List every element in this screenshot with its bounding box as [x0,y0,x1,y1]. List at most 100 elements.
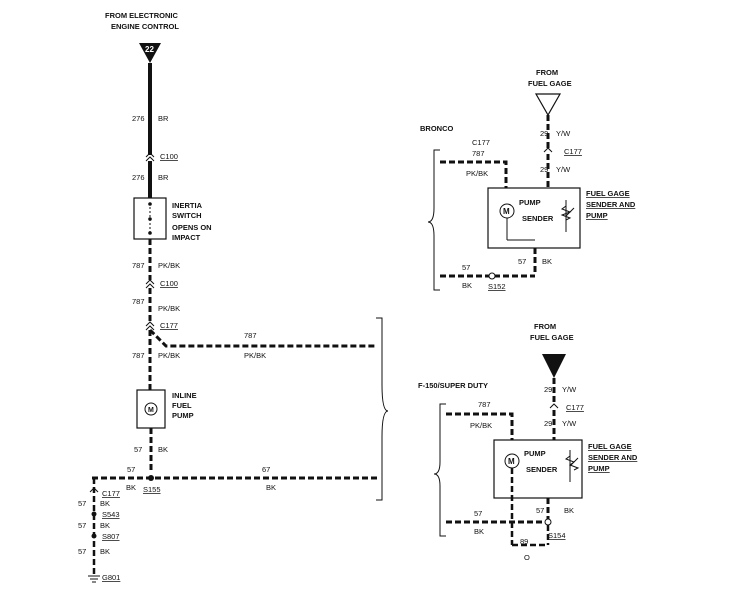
bronco-s152-label: S152 [488,282,506,291]
ground-c177-label: C177 [102,489,120,498]
left-circuit-brace [376,317,389,501]
f150-sender-pump-box [493,439,583,499]
wire-787-number-b: 787 [132,297,145,306]
c100-label-top: C100 [160,152,178,161]
wire-pkbk-color-b: PK/BK [158,304,180,313]
f150-title-3: PUMP [588,464,610,473]
inline-pump-motor-letter: M [148,407,154,414]
c177-connector-symbol-2 [145,325,155,331]
bronco-fuel-gage-triangle [534,93,562,117]
f150-wire-29-number-lower: 29 [544,419,552,428]
ground-bk-b: BK [100,521,110,530]
f150-label: F-150/SUPER DUTY [418,381,488,390]
ground-bk-a: BK [100,499,110,508]
bronco-sender-resistor-icon [560,200,575,232]
f150-s154-label: S154 [548,531,566,540]
wire-57-number-horizontal: 57 [127,465,135,474]
ground-wire-57-c: 57 [78,547,86,556]
f150-yw-color: Y/W [562,385,577,394]
ground-bk-c: BK [100,547,110,556]
wire-bk-color-horizontal-2: BK [266,483,276,492]
inline-fuel-pump-box [136,389,166,429]
wire-pkbk-color-a: PK/BK [158,261,180,270]
c100-connector-mid-symbol-2 [145,283,155,289]
wire-67-number-horizontal: 67 [262,465,270,474]
bronco-pkbk-color: PK/BK [466,169,488,178]
bronco-from-1: FROM [536,68,558,77]
bronco-c177-left-label: C177 [472,138,490,147]
bronco-pump-motor-letter: M [503,207,510,216]
c100-connector-mid-symbol [145,279,155,285]
eec-connector-arrow [139,43,161,63]
wire-787-number-horizontal: 787 [244,331,257,340]
f150-c177-symbol [549,403,559,409]
f150-wire-787-number: 787 [478,400,491,409]
s155-label: S155 [143,485,161,494]
bronco-c177-symbol [543,147,553,153]
s155-splice-dot [148,475,154,481]
inline-label-3: PUMP [172,411,194,420]
c100-connector-top-symbol [145,152,155,158]
bronco-s152-splice [488,272,496,280]
f150-from-2: FUEL GAGE [530,333,574,342]
bronco-yw-color: Y/W [556,129,571,138]
inline-label-1: INLINE [172,391,197,400]
bronco-title-1: FUEL GAGE [586,189,630,198]
bronco-label: BRONCO [420,124,453,133]
c177-label-left: C177 [160,321,178,330]
bronco-brace [427,149,440,291]
c100-label-mid: C100 [160,279,178,288]
f150-bk-color-a: BK [474,527,484,536]
f150-yw-color-lower: Y/W [562,419,577,428]
opens-label-1: OPENS ON [172,223,212,232]
f150-ground-marker: O [524,553,530,562]
ground-wire-57-b: 57 [78,521,86,530]
f150-brace [433,403,446,537]
inertia-switch-node-top [148,202,152,206]
s807-label: S807 [102,532,120,541]
inertia-switch-node-mid [148,217,152,221]
bronco-from-2: FUEL GAGE [528,79,572,88]
wire-br-color-upper: BR [158,114,169,123]
f150-title-1: FUEL GAGE [588,442,632,451]
bronco-wire-787-number: 787 [472,149,485,158]
wire-787-number-a: 787 [132,261,145,270]
bronco-wire-29-number-lower: 29 [540,165,548,174]
s543-splice-dot [91,511,97,517]
f150-c177-label: C177 [566,403,584,412]
source-label-line1: FROM ELECTRONIC [105,11,178,20]
inline-label-2: FUEL [172,401,192,410]
inertia-switch-node-bottom [148,231,152,235]
inline-pump-motor-icon [144,402,158,416]
f150-pump-motor-letter: M [508,457,515,466]
bronco-wire-57-number-a: 57 [462,263,470,272]
wire-bk-color-horizontal-1: BK [126,483,136,492]
ground-wire-57-a: 57 [78,499,86,508]
opens-label-2: IMPACT [172,233,201,242]
f150-pkbk-color: PK/BK [470,421,492,430]
f150-sender-label: SENDER [526,465,558,474]
inertia-label-2: SWITCH [172,211,202,220]
c100-connector-top-symbol-2 [145,156,155,162]
s543-label: S543 [102,510,120,519]
s807-splice-dot [91,533,97,539]
bronco-sender-label: SENDER [522,214,554,223]
ground-c177-symbol [89,487,99,493]
source-label-line2: ENGINE CONTROL [111,22,179,31]
f150-title-2: SENDER AND [588,453,638,462]
f150-wire-57-number-a: 57 [474,509,482,518]
g801-ground-icon [88,575,100,583]
bronco-yw-color-lower: Y/W [556,165,571,174]
wire-pkbk-color-horizontal: PK/BK [244,351,266,360]
bronco-bk-color-b: BK [542,257,552,266]
bronco-sender-pump-box [487,187,581,249]
f150-wire-787 [446,412,514,440]
bronco-pump-label: PUMP [519,198,541,207]
g801-label: G801 [102,573,120,582]
bronco-title-3: PUMP [586,211,608,220]
bronco-title-2: SENDER AND [586,200,636,209]
wire-787-number-c: 787 [132,351,145,360]
wire-bk-color-vertical: BK [158,445,168,454]
f150-s154-splice [544,518,552,526]
bronco-wire-57-number-b: 57 [518,257,526,266]
